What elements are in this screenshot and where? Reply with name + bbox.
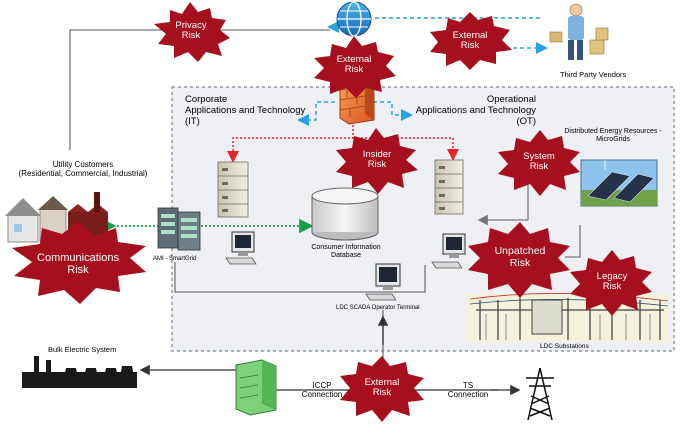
system-risk-label: System Risk xyxy=(523,151,555,173)
unpatched-risk-burst xyxy=(468,222,570,298)
transmission-tower-icon xyxy=(526,367,554,421)
communications-risk-burst xyxy=(12,222,146,304)
external-risk-bottom-label: External Risk xyxy=(364,377,400,399)
scada-terminal-icon xyxy=(365,263,401,301)
internet-globe-icon xyxy=(336,1,372,37)
substations-icon xyxy=(465,293,670,342)
bulk-electric-label: Bulk Electric System xyxy=(48,345,117,354)
risk-bursts xyxy=(12,2,652,422)
bulk-power-plant-icon xyxy=(22,356,137,388)
third-party-vendors-label: Third Party Vendors xyxy=(560,70,627,79)
ami-label: AMI - SmartGrid xyxy=(153,256,197,262)
legacy-risk-label: Legacy Risk xyxy=(596,271,628,293)
operational-ot-label: Operational Applications and Technology … xyxy=(415,94,536,127)
ot-server-icon xyxy=(434,159,464,215)
external-risk-top-label: External Risk xyxy=(336,54,372,76)
system-risk-burst xyxy=(498,130,580,196)
external-risk-top-burst xyxy=(314,36,396,98)
external-risk-right-burst xyxy=(430,12,512,70)
privacy-risk-burst xyxy=(154,2,230,62)
vendor-person-icon xyxy=(549,3,609,60)
database-cylinder-icon xyxy=(311,187,379,241)
iccp-rack-icon xyxy=(235,359,277,416)
substations-label: LDC Substations xyxy=(540,343,589,350)
ami-smartgrid-icon xyxy=(157,207,201,251)
external-risk-right-label: External Risk xyxy=(452,30,488,52)
privacy-risk-label: Privacy Risk xyxy=(175,20,207,42)
legacy-risk-burst xyxy=(570,250,652,316)
corporate-it-label: Corporate Applications and Technology (I… xyxy=(185,94,306,127)
insider-risk-burst xyxy=(336,128,418,194)
consumer-db-label: Consumer Information Database xyxy=(311,244,381,260)
ot-workstation-icon xyxy=(431,233,466,269)
solar-panels-icon xyxy=(580,159,658,207)
communications-risk-label: Communications Risk xyxy=(37,252,119,277)
insider-risk-label: Insider Risk xyxy=(362,149,392,171)
unpatched-risk-label: Unpatched Risk xyxy=(494,245,546,269)
scada-terminal-label: LDC SCADA Operator Terminal xyxy=(336,305,420,311)
external-risk-bottom-burst xyxy=(340,356,424,422)
iccp-connection-label: ICCP Connection xyxy=(301,381,343,400)
der-label: Distributed Energy Resources - MicroGrid… xyxy=(564,128,662,144)
it-workstation-icon xyxy=(225,231,257,265)
utility-customers-label: Utility Customers (Residential, Commerci… xyxy=(18,160,148,179)
it-server-icon xyxy=(217,161,249,218)
ts-connection-label: TS Connection xyxy=(447,381,489,400)
